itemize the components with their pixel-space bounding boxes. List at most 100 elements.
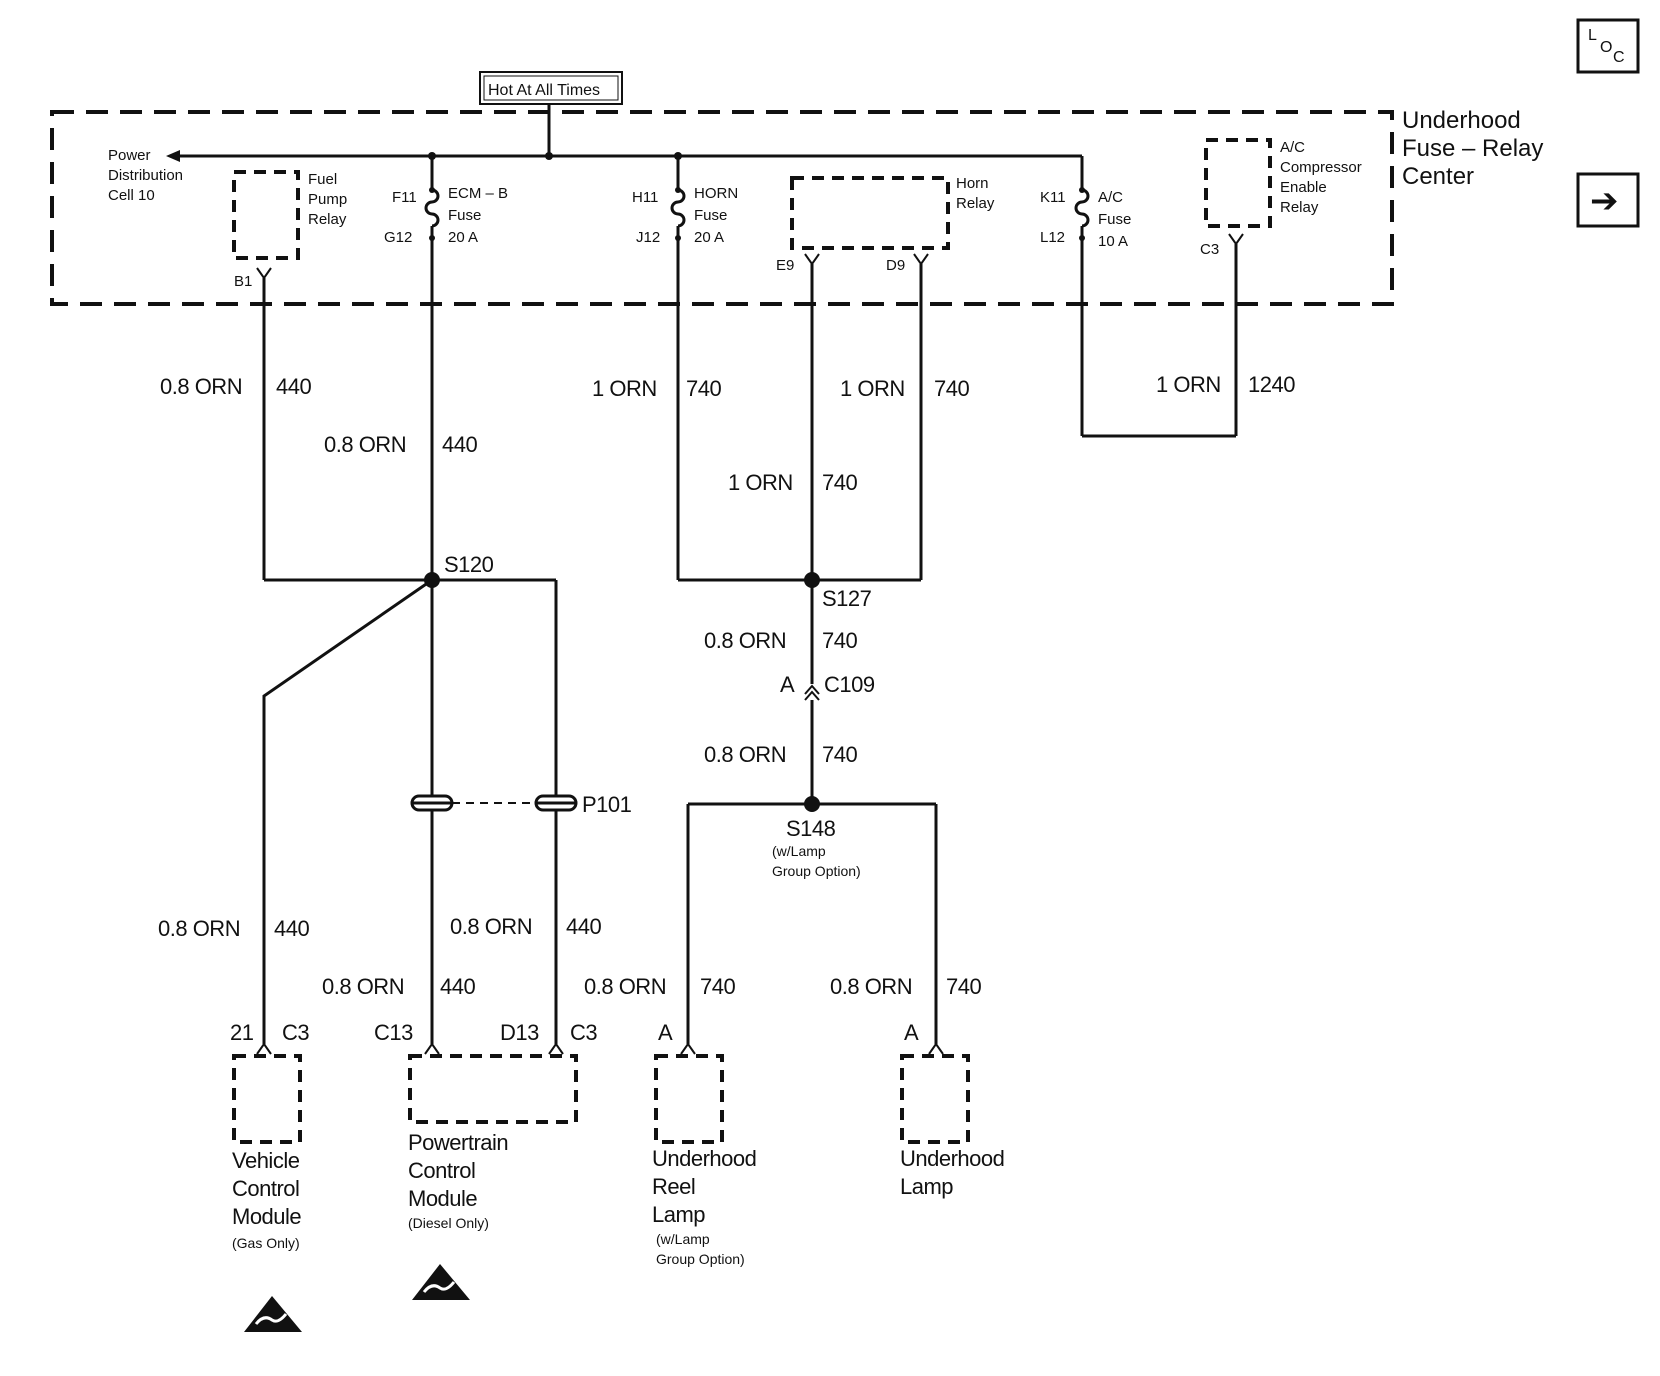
splice-s148 bbox=[804, 796, 820, 812]
svg-text:0.8 ORN: 0.8 ORN bbox=[704, 742, 786, 767]
wire-label-w2: 0.8 ORN 440 bbox=[324, 432, 478, 457]
pcm-connector-c13 bbox=[424, 1042, 440, 1055]
svg-text:740: 740 bbox=[686, 376, 721, 401]
svg-text:Fuse: Fuse bbox=[448, 207, 481, 224]
power-distribution-label: Power Distribution Cell 10 bbox=[108, 147, 183, 204]
pin-l12: L12 bbox=[1040, 229, 1065, 246]
svg-text:Lamp: Lamp bbox=[900, 1174, 953, 1199]
wire-label-w6: 1 ORN 1240 bbox=[1156, 372, 1296, 397]
hot-at-all-times-label: Hot At All Times bbox=[479, 71, 623, 105]
connector-b1 bbox=[256, 267, 272, 280]
pcm-pin-d13: D13 bbox=[500, 1020, 539, 1045]
svg-text:A/C: A/C bbox=[1280, 139, 1305, 156]
connector-p101 bbox=[410, 794, 578, 812]
wire-label-w12: 0.8 ORN 740 bbox=[584, 974, 736, 999]
svg-text:Relay: Relay bbox=[1280, 199, 1319, 216]
svg-text:(w/Lamp: (w/Lamp bbox=[656, 1231, 710, 1247]
vehicle-control-module bbox=[232, 1054, 302, 1144]
svg-text:Underhood: Underhood bbox=[652, 1146, 756, 1171]
horn-fuse-label: HORN Fuse 20 A bbox=[694, 185, 738, 246]
connector-p101-label: P101 bbox=[582, 792, 632, 817]
svg-text:Fuse: Fuse bbox=[694, 207, 727, 224]
svg-text:Hot At All Times: Hot At All Times bbox=[488, 82, 600, 99]
svg-text:0.8 ORN: 0.8 ORN bbox=[158, 916, 240, 941]
pin-g12: G12 bbox=[384, 229, 412, 246]
horn-relay bbox=[790, 176, 950, 250]
svg-text:Relay: Relay bbox=[308, 211, 347, 228]
pcm-connector-c3: C3 bbox=[570, 1020, 597, 1045]
svg-text:HORN: HORN bbox=[694, 185, 738, 202]
svg-text:Pump: Pump bbox=[308, 191, 347, 208]
svg-text:Group Option): Group Option) bbox=[656, 1251, 745, 1267]
loc-letter-o: O bbox=[1600, 39, 1612, 56]
svg-text:Cell 10: Cell 10 bbox=[108, 187, 155, 204]
svg-text:20 A: 20 A bbox=[694, 229, 724, 246]
svg-text:20 A: 20 A bbox=[448, 229, 478, 246]
svg-text:Enable: Enable bbox=[1280, 179, 1327, 196]
powertrain-control-module bbox=[408, 1054, 578, 1124]
loc-button[interactable]: L O C bbox=[1576, 18, 1640, 74]
svg-text:(Diesel Only): (Diesel Only) bbox=[408, 1215, 489, 1231]
svg-text:Distribution: Distribution bbox=[108, 167, 183, 184]
wire-label-w13: 0.8 ORN 740 bbox=[830, 974, 982, 999]
powertrain-control-module-label: Powertrain Control Module (Diesel Only) bbox=[408, 1130, 509, 1231]
underhood-lamp-pin-a: A bbox=[904, 1020, 919, 1045]
connector-c3-ac bbox=[1228, 233, 1244, 246]
svg-text:440: 440 bbox=[276, 374, 311, 399]
svg-text:440: 440 bbox=[274, 916, 309, 941]
underhood-lamp-label: Underhood Lamp bbox=[900, 1146, 1005, 1199]
ecm-b-fuse-label: ECM – B Fuse 20 A bbox=[448, 185, 508, 246]
svg-text:Fuse: Fuse bbox=[1098, 211, 1131, 228]
svg-text:0.8 ORN: 0.8 ORN bbox=[160, 374, 242, 399]
svg-text:Underhood: Underhood bbox=[900, 1146, 1004, 1171]
splice-s148-label: S148 (w/Lamp Group Option) bbox=[772, 816, 861, 879]
horn-relay-label: Horn Relay bbox=[956, 175, 995, 212]
svg-text:Fuel: Fuel bbox=[308, 171, 337, 188]
connector-e9 bbox=[804, 253, 820, 266]
wire-label-w10: 0.8 ORN 440 bbox=[450, 914, 602, 939]
svg-text:Relay: Relay bbox=[956, 195, 995, 212]
underhood-lamp-connector bbox=[928, 1042, 944, 1055]
pin-e9: E9 bbox=[776, 257, 794, 274]
fuse-relay-center-boundary bbox=[50, 110, 1394, 306]
svg-text:1 ORN: 1 ORN bbox=[1156, 372, 1221, 397]
svg-text:0.8 ORN: 0.8 ORN bbox=[704, 628, 786, 653]
svg-text:740: 740 bbox=[934, 376, 969, 401]
connector-d9 bbox=[913, 253, 929, 266]
ecm-b-fuse bbox=[424, 188, 440, 228]
loc-letter-l: L bbox=[1588, 27, 1597, 44]
svg-text:Reel: Reel bbox=[652, 1174, 695, 1199]
splice-s120-label: S120 bbox=[444, 552, 494, 577]
esd-warning-icon bbox=[244, 1296, 302, 1332]
svg-text:Module: Module bbox=[408, 1186, 477, 1211]
vcm-pin-21: 21 bbox=[230, 1020, 254, 1045]
wire-label-w3: 1 ORN 740 bbox=[592, 376, 722, 401]
underhood-reel-lamp-label: Underhood Reel Lamp (w/Lamp Group Option… bbox=[652, 1146, 757, 1267]
svg-text:1 ORN: 1 ORN bbox=[728, 470, 793, 495]
wire-label-w4: 1 ORN 740 bbox=[840, 376, 970, 401]
svg-text:0.8 ORN: 0.8 ORN bbox=[450, 914, 532, 939]
connector-c109 bbox=[804, 684, 820, 695]
svg-text:1 ORN: 1 ORN bbox=[592, 376, 657, 401]
svg-text:440: 440 bbox=[442, 432, 477, 457]
svg-text:0.8 ORN: 0.8 ORN bbox=[830, 974, 912, 999]
svg-text:440: 440 bbox=[440, 974, 475, 999]
connector-c109-pin: A bbox=[780, 672, 795, 697]
svg-text:740: 740 bbox=[700, 974, 735, 999]
pin-k11: K11 bbox=[1040, 189, 1066, 206]
svg-text:740: 740 bbox=[946, 974, 981, 999]
pin-f11: F11 bbox=[392, 189, 417, 206]
underhood-lamp bbox=[900, 1054, 970, 1144]
loc-letter-c: C bbox=[1613, 49, 1625, 66]
svg-text:Module: Module bbox=[232, 1204, 301, 1229]
pin-j12: J12 bbox=[636, 229, 660, 246]
underhood-reel-lamp bbox=[654, 1054, 724, 1144]
svg-text:Group Option): Group Option) bbox=[772, 863, 861, 879]
svg-text:Control: Control bbox=[408, 1158, 475, 1183]
next-page-button[interactable]: ➔ bbox=[1576, 172, 1640, 228]
arrow-left-icon bbox=[166, 150, 180, 162]
wire-label-w1: 0.8 ORN 440 bbox=[160, 374, 312, 399]
ac-fuse bbox=[1074, 188, 1090, 228]
horn-fuse bbox=[670, 188, 686, 228]
